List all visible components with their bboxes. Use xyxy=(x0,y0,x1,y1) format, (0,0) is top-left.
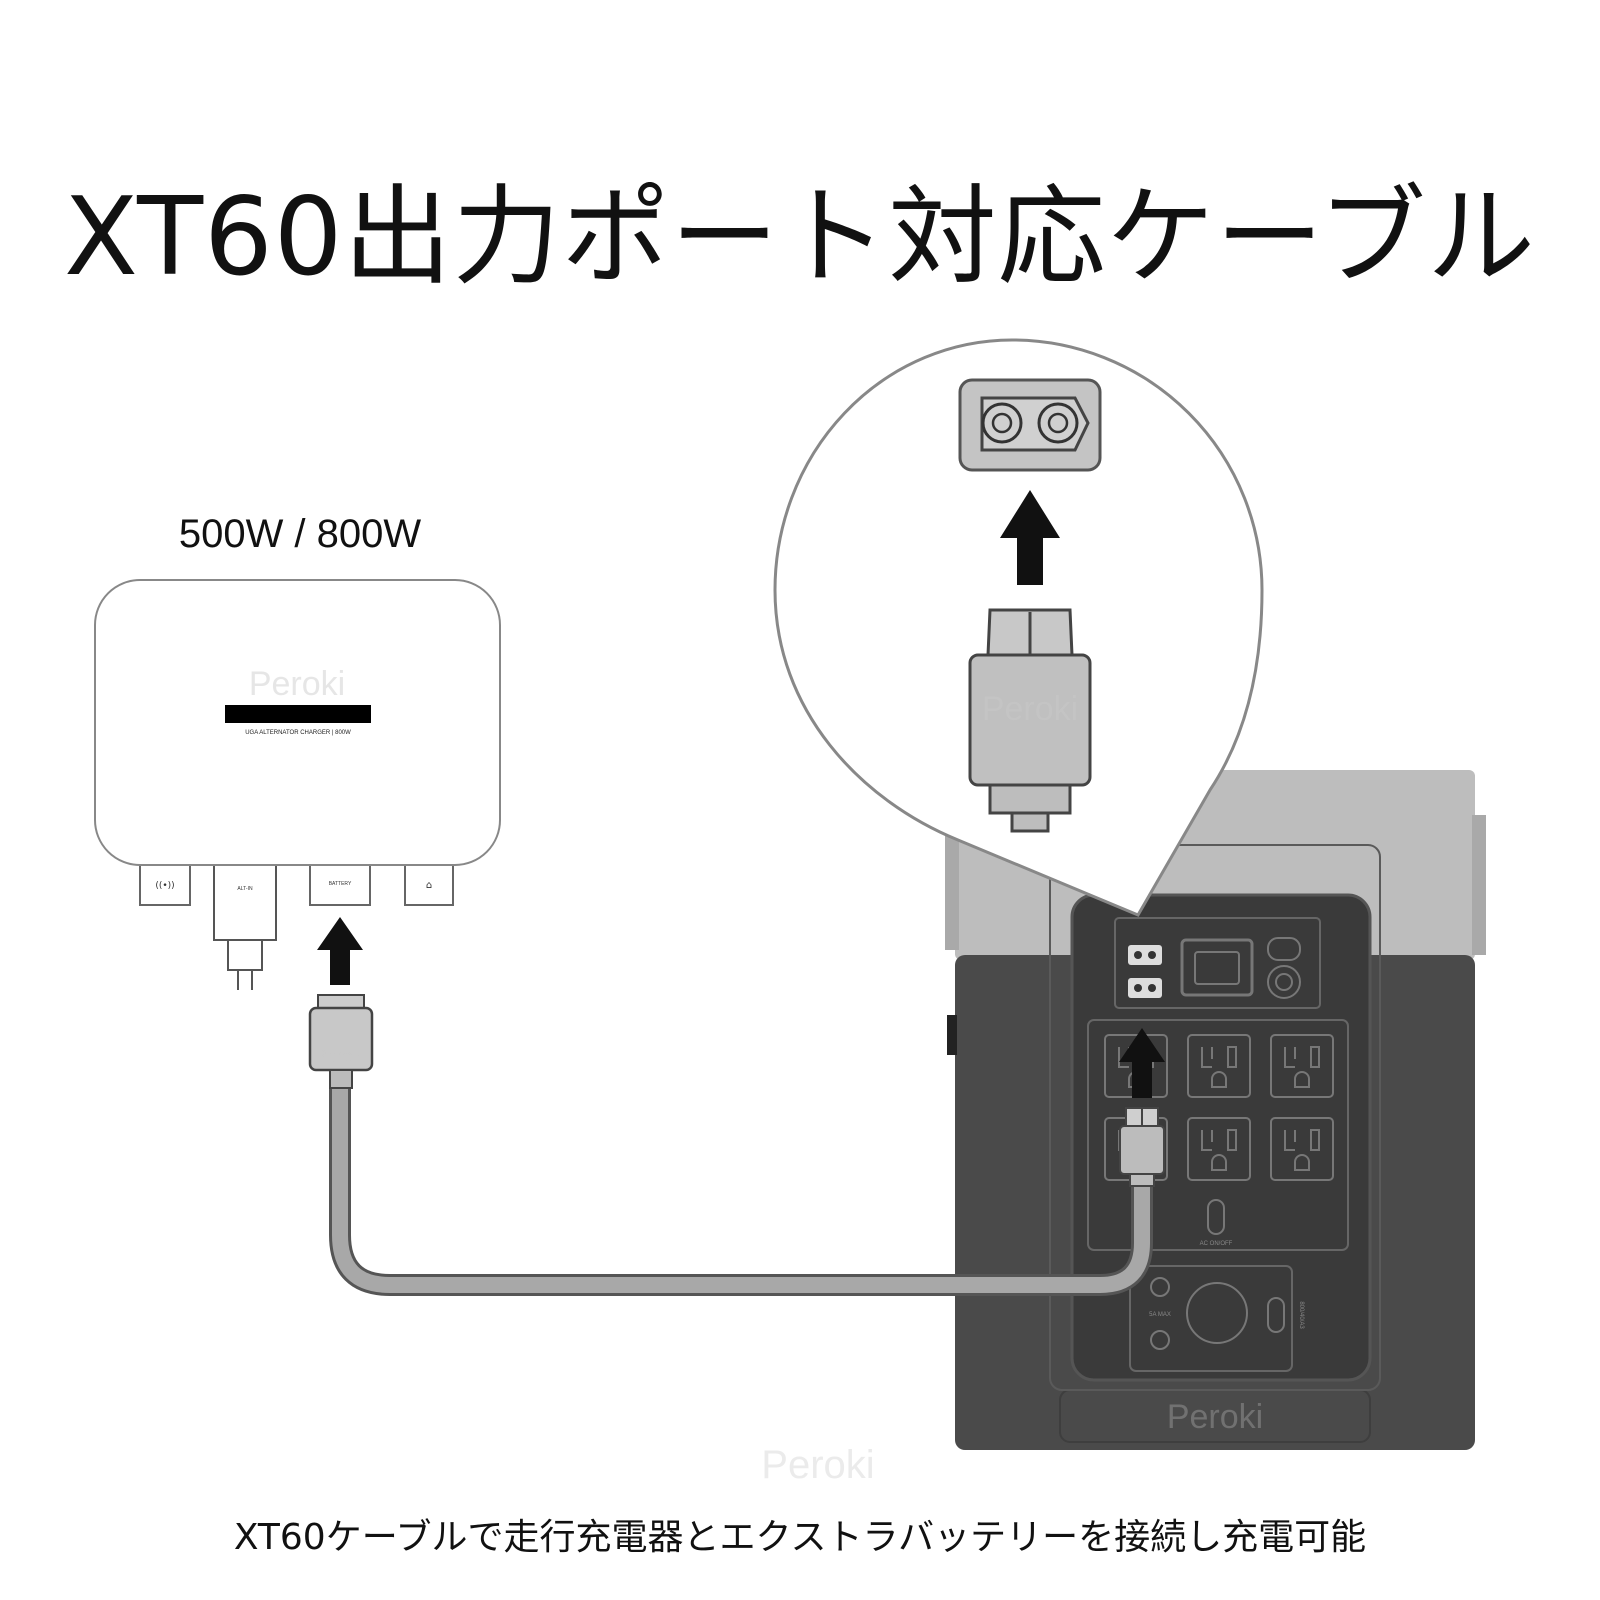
ac-outlet xyxy=(1187,1034,1251,1098)
magnifier-callout xyxy=(773,338,1264,917)
watermark: Peroki xyxy=(1167,1398,1263,1436)
ac-outlet xyxy=(1270,1117,1334,1181)
ac-on-off-button: AC ON/OFF xyxy=(1200,1199,1233,1247)
ac-button-label: AC ON/OFF xyxy=(1200,1241,1233,1247)
watermark: Peroki xyxy=(249,665,345,703)
svg-text:⌂: ⌂ xyxy=(426,880,432,891)
watermark: Peroki xyxy=(761,1443,874,1487)
dc-ports: 5A MAX xyxy=(1149,1277,1285,1350)
arrow-up-icon xyxy=(317,917,363,985)
power-station: AC ON/OFF 5A MAX 800/40/A3 xyxy=(945,770,1486,1450)
xt60-socket-zoom xyxy=(958,378,1102,472)
xt60-cable xyxy=(308,994,1165,1296)
watermark: Peroki xyxy=(314,1046,365,1066)
page-title: XT60出力ポート対応ケーブル xyxy=(63,175,1536,300)
side-vent xyxy=(945,815,1486,955)
station-side-plug xyxy=(1119,1107,1165,1187)
watermark: Peroki xyxy=(982,690,1078,728)
power-switch xyxy=(1267,937,1301,999)
usb-c-label: 800/40/A3 xyxy=(1298,1301,1304,1329)
arrow-up-icon xyxy=(1119,1028,1165,1098)
xt60-plug-zoom xyxy=(968,608,1092,833)
svg-text:((•)): ((•)) xyxy=(155,881,174,891)
alternator-charger: ((•)) ALT-IN BATTERY ⌂ UGA ALTERNATOR CH… xyxy=(94,579,501,990)
dc-label: 5A MAX xyxy=(1149,1312,1171,1318)
svg-text:ALT-IN: ALT-IN xyxy=(237,886,253,892)
charger-ports: ((•)) ALT-IN BATTERY ⌂ xyxy=(139,859,454,990)
caption: XT60ケーブルで走行充電器とエクストラバッテリーを接続し充電可能 xyxy=(233,1517,1367,1558)
ac-outlet xyxy=(1187,1117,1251,1181)
ac-input-port xyxy=(1180,938,1254,997)
ac-outlet xyxy=(1270,1034,1334,1098)
front-panel xyxy=(1070,893,1372,1382)
charger-side-plug xyxy=(308,994,374,1089)
xt60-ports xyxy=(1128,945,1162,998)
svg-text:BATTERY: BATTERY xyxy=(329,881,352,887)
charger-display xyxy=(225,705,371,723)
arrow-up-icon xyxy=(1000,490,1060,585)
charger-name: UGA ALTERNATOR CHARGER | 800W xyxy=(245,730,351,736)
model-label: 500W / 800W xyxy=(178,512,422,556)
